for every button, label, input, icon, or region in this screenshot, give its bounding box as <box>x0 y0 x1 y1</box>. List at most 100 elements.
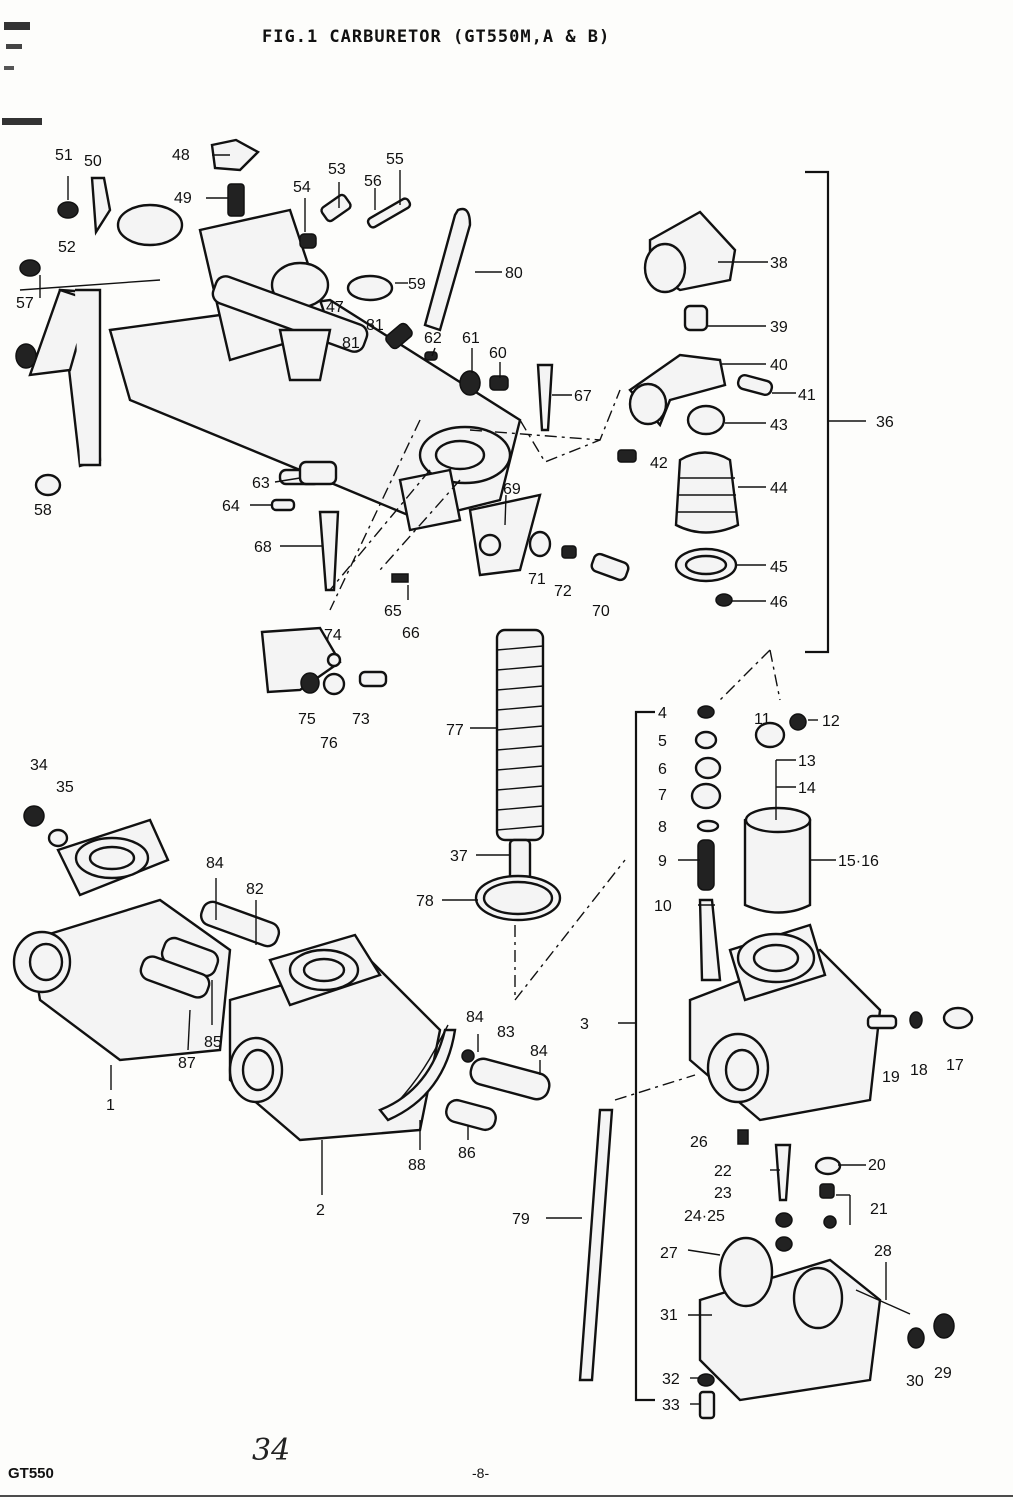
callout-82: 82 <box>246 881 264 898</box>
callout-17: 17 <box>946 1057 964 1074</box>
callout-87: 87 <box>178 1055 196 1072</box>
callout-35: 35 <box>56 779 74 796</box>
callout-14: 14 <box>798 780 816 797</box>
callout-55: 55 <box>386 151 404 168</box>
small-parts-upper-left <box>15 138 630 696</box>
callout-10: 10 <box>654 898 672 915</box>
callout-75: 75 <box>298 711 316 728</box>
callout-44: 44 <box>770 480 788 497</box>
callout-23: 23 <box>714 1185 732 1202</box>
leader-lines <box>39 154 887 1405</box>
callout-52: 52 <box>58 239 76 256</box>
carburetor-1-drawing <box>12 805 281 1062</box>
callout-76: 76 <box>320 735 338 752</box>
callout-77: 77 <box>446 722 464 739</box>
callout-6: 6 <box>658 761 667 778</box>
callout-3: 3 <box>580 1016 589 1033</box>
callout-59: 59 <box>408 276 426 293</box>
callout-27: 27 <box>660 1245 678 1262</box>
callout-79: 79 <box>512 1211 530 1228</box>
carburetor-2-drawing <box>228 933 551 1142</box>
throttle-spring-assembly <box>474 628 562 922</box>
callout-32: 32 <box>662 1371 680 1388</box>
callout-labels: 51 50 52 48 49 53 55 56 54 57 59 80 47 8… <box>16 147 964 1414</box>
callout-21: 21 <box>870 1201 888 1218</box>
callout-22: 22 <box>714 1163 732 1180</box>
callout-5: 5 <box>658 733 667 750</box>
callout-4: 4 <box>658 705 667 722</box>
handwritten-page-number: 34 <box>252 1433 290 1468</box>
callout-84-middle: 84 <box>466 1009 484 1026</box>
callout-81-lower: 81 <box>342 335 360 352</box>
callout-70: 70 <box>592 603 610 620</box>
callout-33: 33 <box>662 1397 680 1414</box>
callout-63: 63 <box>252 475 270 492</box>
callout-26: 26 <box>690 1134 708 1151</box>
callout-24-25: 24·25 <box>684 1208 725 1225</box>
callout-62: 62 <box>424 330 442 347</box>
starter-plunger-group <box>617 170 830 654</box>
callout-13: 13 <box>798 753 816 770</box>
figure-title: FIG.1 CARBURETOR (GT550M,A & B) <box>262 27 610 47</box>
callout-67: 67 <box>574 388 592 405</box>
callout-28: 28 <box>874 1243 892 1260</box>
callout-31: 31 <box>660 1307 678 1324</box>
callout-78: 78 <box>416 893 434 910</box>
callout-84-left: 84 <box>206 855 224 872</box>
callout-53: 53 <box>328 161 346 178</box>
callout-41: 41 <box>798 387 816 404</box>
callout-49: 49 <box>174 190 192 207</box>
callout-45: 45 <box>770 559 788 576</box>
callout-74: 74 <box>324 627 342 644</box>
callout-37: 37 <box>450 848 468 865</box>
callout-9: 9 <box>658 853 667 870</box>
linkage-assembly-drawing <box>19 203 542 577</box>
callout-48: 48 <box>172 147 190 164</box>
callout-15-16: 15·16 <box>838 853 879 870</box>
callout-56: 56 <box>364 173 382 190</box>
scan-noise-top-left <box>2 22 42 125</box>
relation-lines <box>329 389 781 1101</box>
callout-66: 66 <box>402 625 420 642</box>
callout-29: 29 <box>934 1365 952 1382</box>
callout-88: 88 <box>408 1157 426 1174</box>
callout-83: 83 <box>497 1024 515 1041</box>
callout-2: 2 <box>316 1202 325 1219</box>
callout-39: 39 <box>770 319 788 336</box>
callout-65: 65 <box>384 603 402 620</box>
callout-60: 60 <box>489 345 507 362</box>
callout-36: 36 <box>876 414 894 431</box>
carburetor-3-drawing <box>634 705 974 1420</box>
fuel-hose-79 <box>578 1108 614 1382</box>
callout-85: 85 <box>204 1034 222 1051</box>
callout-84-right: 84 <box>530 1043 548 1060</box>
callout-54: 54 <box>293 179 311 196</box>
callout-68: 68 <box>254 539 272 556</box>
callout-57: 57 <box>16 295 34 312</box>
callout-86: 86 <box>458 1145 476 1162</box>
callout-34: 34 <box>30 757 48 774</box>
callout-50: 50 <box>84 153 102 170</box>
callout-47: 47 <box>326 299 344 316</box>
callout-1: 1 <box>106 1097 115 1114</box>
callout-58: 58 <box>34 502 52 519</box>
callout-43: 43 <box>770 417 788 434</box>
callout-73: 73 <box>352 711 370 728</box>
callout-30: 30 <box>906 1373 924 1390</box>
callout-19: 19 <box>882 1069 900 1086</box>
callout-46: 46 <box>770 594 788 611</box>
callout-51: 51 <box>55 147 73 164</box>
callout-18: 18 <box>910 1062 928 1079</box>
callout-40: 40 <box>770 357 788 374</box>
callout-64: 64 <box>222 498 240 515</box>
callout-7: 7 <box>658 787 667 804</box>
callout-8: 8 <box>658 819 667 836</box>
callout-61: 61 <box>462 330 480 347</box>
callout-72: 72 <box>554 583 572 600</box>
callout-71: 71 <box>528 571 546 588</box>
callout-81-upper: 81 <box>366 317 384 334</box>
callout-11: 11 <box>754 711 771 728</box>
callout-42: 42 <box>650 455 668 472</box>
